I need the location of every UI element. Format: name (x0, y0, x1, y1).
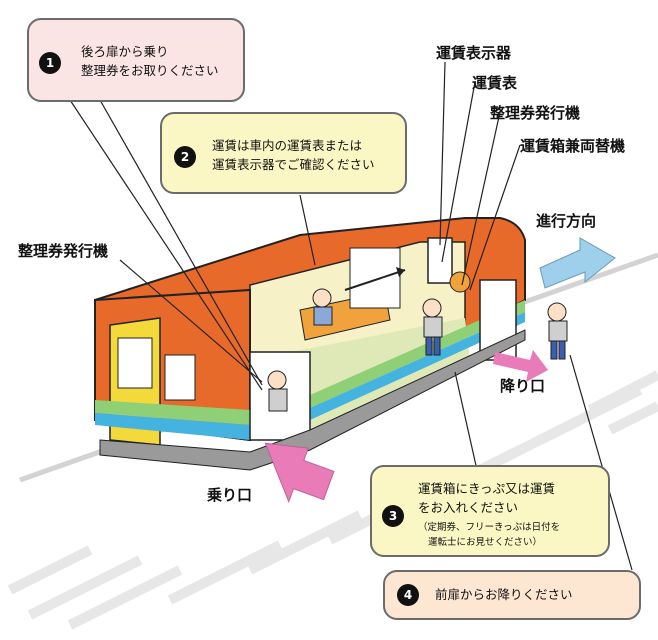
passenger-boarding (267, 370, 288, 412)
callout-3-number: 3 (382, 505, 404, 527)
callout-3-note1: （定期券、フリーきっぷは日付を (418, 522, 561, 533)
stripe-blue-side (310, 312, 525, 420)
passenger-exited (547, 302, 568, 360)
callout-4-line1: 前扉からお降りください (435, 587, 573, 602)
callout-3: 3 運賃箱にきっぷ又は運賃 をお入れください （定期券、フリーきっぷは日付を 運… (370, 465, 610, 557)
callout-3-note2: 運転士にお見せください） (428, 537, 543, 548)
fare-box-device (449, 271, 471, 293)
label-exit: 降り口 (500, 377, 546, 395)
exit-arrow (493, 350, 548, 382)
fare-display-panel (427, 237, 453, 284)
label-ticket-machine-right: 整理券発行機 (490, 104, 581, 122)
label-entrance: 乗り口 (207, 486, 253, 504)
callout-2-line2: 運賃表示器でご確認ください (212, 157, 375, 172)
front-window-side (164, 354, 196, 401)
label-fare-table: 運賃表 (472, 74, 518, 92)
callout-2-number: 2 (174, 146, 196, 168)
callout-2-line1: 運賃は車内の運賃表または (212, 138, 363, 153)
callout-2: 2 運賃は車内の運賃表または 運賃表示器でご確認ください (160, 112, 407, 194)
passenger-standing (422, 298, 443, 356)
stripe-green-front (95, 400, 250, 425)
callout-1-line1: 後ろ扉から乗り (81, 44, 169, 59)
stripe-blue-front (95, 413, 250, 440)
callout-1-number: 1 (39, 52, 61, 74)
label-direction: 進行方向 (536, 212, 597, 230)
callout-4: 4 前扉からお降りください (383, 570, 641, 620)
label-fare-box: 運賃箱兼両替機 (520, 137, 626, 155)
front-door-window (117, 337, 153, 389)
callout-3-line1: 運賃箱にきっぷ又は運賃 (418, 481, 556, 496)
callout-4-number: 4 (397, 584, 419, 606)
passenger-seated (312, 288, 333, 326)
interior-arrow-head (396, 267, 405, 277)
interior-arrow-line (344, 269, 406, 291)
direction-arrow (539, 237, 616, 289)
callout-1: 1 後ろ扉から乗り 整理券をお取りください (27, 18, 245, 102)
label-ticket-machine-left: 整理券発行機 (18, 242, 109, 260)
entrance-arrow (264, 442, 335, 504)
leader-lines (69, 61, 633, 571)
interior-window (349, 247, 401, 309)
callout-3-line2: をお入れください (418, 500, 519, 515)
callout-1-line2: 整理券をお取りください (81, 63, 219, 78)
label-fare-display: 運賃表示器 (436, 44, 512, 62)
stripe-green-side (310, 300, 525, 408)
